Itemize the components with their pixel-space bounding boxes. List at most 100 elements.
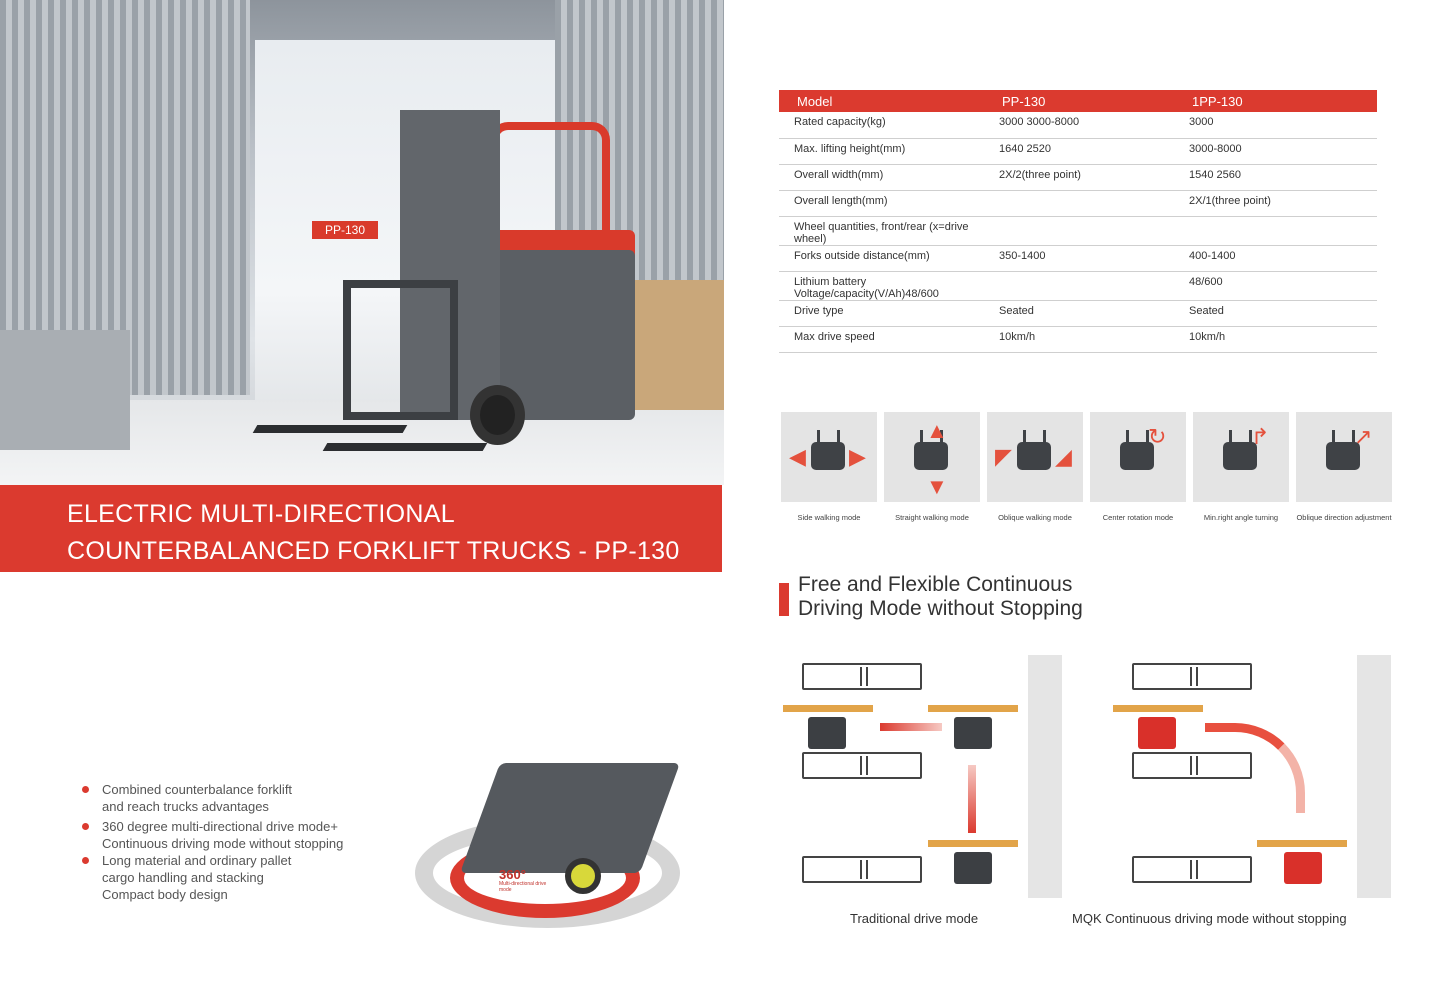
rack bbox=[802, 663, 922, 690]
table-cell: Seated bbox=[984, 300, 1174, 327]
warehouse-wall bbox=[0, 0, 250, 395]
title-line: ELECTRIC MULTI-DIRECTIONAL bbox=[67, 500, 455, 528]
table-cell: 350-1400 bbox=[984, 245, 1174, 272]
rack bbox=[1132, 856, 1252, 883]
table-row: Overall width(mm)2X/2(three point)1540 2… bbox=[779, 164, 1377, 191]
forklift-icon bbox=[1284, 852, 1322, 884]
table-row: Overall length(mm) 2X/1(three point) bbox=[779, 190, 1377, 217]
load-beam bbox=[928, 705, 1018, 712]
table-cell: Wheel quantities, front/rear (x=drive wh… bbox=[779, 216, 984, 246]
mqk-diagram bbox=[1110, 655, 1395, 900]
side-arrows-icon: ◀▶ bbox=[781, 412, 877, 502]
fork bbox=[322, 443, 488, 451]
rack bbox=[802, 752, 922, 779]
load-beam bbox=[783, 705, 873, 712]
cardboard-boxes bbox=[635, 280, 724, 410]
table-cell: Overall length(mm) bbox=[779, 190, 984, 217]
feature-item: Long material and ordinary pallet bbox=[82, 852, 343, 869]
forklift-icon bbox=[954, 717, 992, 749]
table-cell: 48/600 bbox=[1174, 271, 1377, 301]
oblique-adjust-icon: ↗ bbox=[1296, 412, 1392, 502]
mode-label: Center rotation mode bbox=[1102, 513, 1174, 522]
table-cell: Max drive speed bbox=[779, 326, 984, 353]
table-cell: 400-1400 bbox=[1174, 245, 1377, 272]
heading-line: Free and Flexible Continuous bbox=[798, 573, 1073, 596]
rack bbox=[1132, 663, 1252, 690]
mode-card: ◀▶ Side walking mode bbox=[781, 412, 877, 522]
title-line: COUNTERBALANCED FORKLIFT TRUCKS - PP-130 bbox=[67, 537, 680, 565]
table-cell bbox=[984, 216, 1174, 246]
mode-card: ↗ Oblique direction adjustment bbox=[1296, 412, 1392, 522]
header-cell: Model bbox=[779, 90, 984, 112]
wall bbox=[1357, 655, 1391, 898]
table-cell: 10km/h bbox=[1174, 326, 1377, 353]
table-cell: 10km/h bbox=[984, 326, 1174, 353]
arrow-up-icon bbox=[968, 765, 976, 833]
table-cell: Rated capacity(kg) bbox=[779, 112, 984, 139]
load-beam bbox=[1113, 705, 1203, 712]
wheel bbox=[470, 385, 525, 445]
load-beam bbox=[1257, 840, 1347, 847]
diagonal-arrows-icon: ◤◢ bbox=[987, 412, 1083, 502]
mode-card: ↱ Min.right angle turning bbox=[1193, 412, 1289, 522]
table-cell bbox=[1174, 216, 1377, 246]
table-cell: 1540 2560 bbox=[1174, 164, 1377, 191]
drive-wheel bbox=[565, 858, 601, 894]
forklift-icon bbox=[808, 717, 846, 749]
rotation-badge: 360° bbox=[499, 867, 526, 882]
table-cell: Forks outside distance(mm) bbox=[779, 245, 984, 272]
table-cell: 3000 3000-8000 bbox=[984, 112, 1174, 139]
title-banner: ELECTRIC MULTI-DIRECTIONAL COUNTERBALANC… bbox=[0, 485, 722, 572]
table-cell: Drive type bbox=[779, 300, 984, 327]
rotation-caption: Multi-directional drive mode bbox=[499, 881, 547, 893]
section-heading: Free and Flexible Continuous Driving Mod… bbox=[798, 573, 1083, 621]
feature-item: Continuous driving mode without stopping bbox=[102, 836, 344, 851]
feature-item: cargo handling and stacking bbox=[102, 870, 264, 885]
load-beam bbox=[928, 840, 1018, 847]
table-cell: Max. lifting height(mm) bbox=[779, 138, 984, 165]
fork bbox=[252, 425, 408, 433]
wall bbox=[1028, 655, 1062, 898]
fork-carriage bbox=[343, 280, 458, 420]
drive-modes: ◀▶ Side walking mode ▲▼ Straight walking mo… bbox=[781, 412, 1392, 522]
pallet-stack bbox=[0, 330, 130, 450]
traditional-diagram bbox=[780, 655, 1065, 900]
diagram-caption: Traditional drive mode bbox=[850, 911, 979, 926]
header-cell: 1PP-130 bbox=[1174, 90, 1377, 112]
table-row: Lithium battery Voltage/capacity(V/Ah)48… bbox=[779, 271, 1377, 301]
forklift-photo bbox=[0, 0, 724, 485]
mode-label: Straight walking mode bbox=[895, 513, 969, 522]
rack bbox=[802, 856, 922, 883]
feature-item: Compact body design bbox=[102, 887, 228, 902]
header-cell: PP-130 bbox=[984, 90, 1174, 112]
heading-accent bbox=[779, 583, 789, 616]
turn-arrow-icon: ↱ bbox=[1193, 412, 1289, 502]
chassis-illustration: 360° Multi-directional drive mode bbox=[405, 763, 685, 953]
feature-item: Combined counterbalance forklift bbox=[82, 781, 343, 798]
mode-label: Side walking mode bbox=[797, 513, 861, 522]
mode-card: ◤◢ Oblique walking mode bbox=[987, 412, 1083, 522]
table-cell: 2X/2(three point) bbox=[984, 164, 1174, 191]
table-row: Wheel quantities, front/rear (x=drive wh… bbox=[779, 216, 1377, 246]
mode-card: ↻Center rotation mode bbox=[1090, 412, 1186, 522]
feature-item: and reach trucks advantages bbox=[102, 799, 269, 814]
model-tag: PP-130 bbox=[312, 221, 378, 239]
table-cell: Overall width(mm) bbox=[779, 164, 984, 191]
mode-card: ▲▼ Straight walking mode bbox=[884, 412, 980, 522]
mode-label: Oblique direction adjustment bbox=[1296, 513, 1392, 522]
vertical-arrows-icon: ▲▼ bbox=[884, 412, 980, 502]
table-header: Model PP-130 1PP-130 bbox=[779, 90, 1377, 112]
forklift-icon bbox=[1138, 717, 1176, 749]
table-cell: 2X/1(three point) bbox=[1174, 190, 1377, 217]
arrow-left-icon bbox=[880, 723, 942, 731]
mode-label: Min.right angle turning bbox=[1203, 513, 1279, 522]
mode-label: Oblique walking mode bbox=[998, 513, 1072, 522]
table-cell: Lithium battery Voltage/capacity(V/Ah)48… bbox=[779, 271, 984, 301]
table-cell bbox=[984, 190, 1174, 217]
curved-arrow-icon bbox=[1205, 723, 1305, 813]
table-cell: Seated bbox=[1174, 300, 1377, 327]
